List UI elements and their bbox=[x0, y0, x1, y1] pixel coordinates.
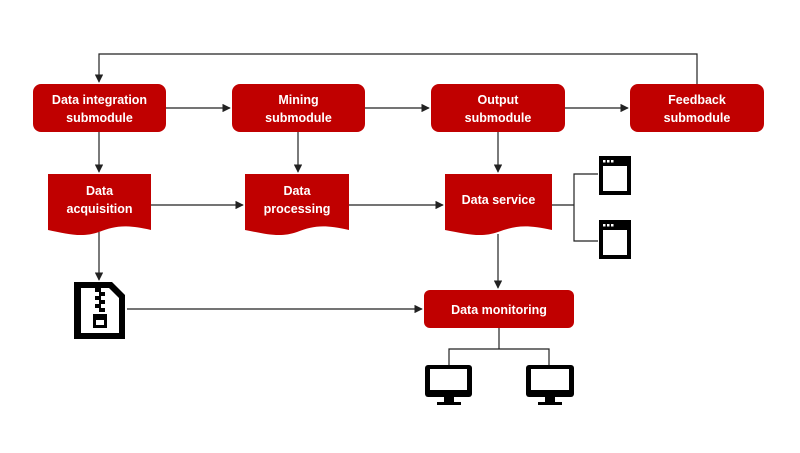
node-mining: Mining submodule bbox=[232, 84, 365, 132]
node-label-line1: Mining bbox=[278, 93, 318, 107]
node-data-monitoring: Data monitoring bbox=[424, 290, 574, 328]
browser-window-icon bbox=[599, 156, 631, 195]
node-data-processing: Data processing bbox=[245, 174, 349, 236]
monitors-bracket bbox=[448, 348, 550, 365]
node-label-line1: Output bbox=[478, 93, 520, 107]
node-label-line1: Data integration bbox=[52, 93, 147, 107]
node-data-acquisition: Data acquisition bbox=[48, 174, 151, 236]
browser-window-icon bbox=[599, 220, 631, 259]
node-label: Data monitoring bbox=[451, 303, 547, 317]
node-data-service: Data service bbox=[445, 174, 552, 236]
node-label: Data service bbox=[462, 193, 536, 207]
node-label-line2: processing bbox=[264, 202, 331, 216]
windows-bracket bbox=[573, 173, 598, 242]
node-label-line2: submodule bbox=[265, 111, 332, 125]
feedback-loop-arrow bbox=[94, 53, 698, 84]
node-label-line2: submodule bbox=[664, 111, 731, 125]
node-output: Output submodule bbox=[431, 84, 565, 132]
monitor-icon bbox=[425, 365, 472, 405]
connectors bbox=[94, 53, 698, 365]
node-label-line1: Data bbox=[86, 184, 114, 198]
node-label-line2: acquisition bbox=[67, 202, 133, 216]
node-label-line2: submodule bbox=[66, 111, 133, 125]
node-label-line1: Feedback bbox=[668, 93, 726, 107]
node-label-line2: submodule bbox=[465, 111, 532, 125]
monitor-icon bbox=[526, 365, 574, 405]
zip-file-icon bbox=[74, 282, 125, 339]
node-label-line1: Data bbox=[283, 184, 311, 198]
node-feedback: Feedback submodule bbox=[630, 84, 764, 132]
node-data-integration: Data integration submodule bbox=[33, 84, 166, 132]
